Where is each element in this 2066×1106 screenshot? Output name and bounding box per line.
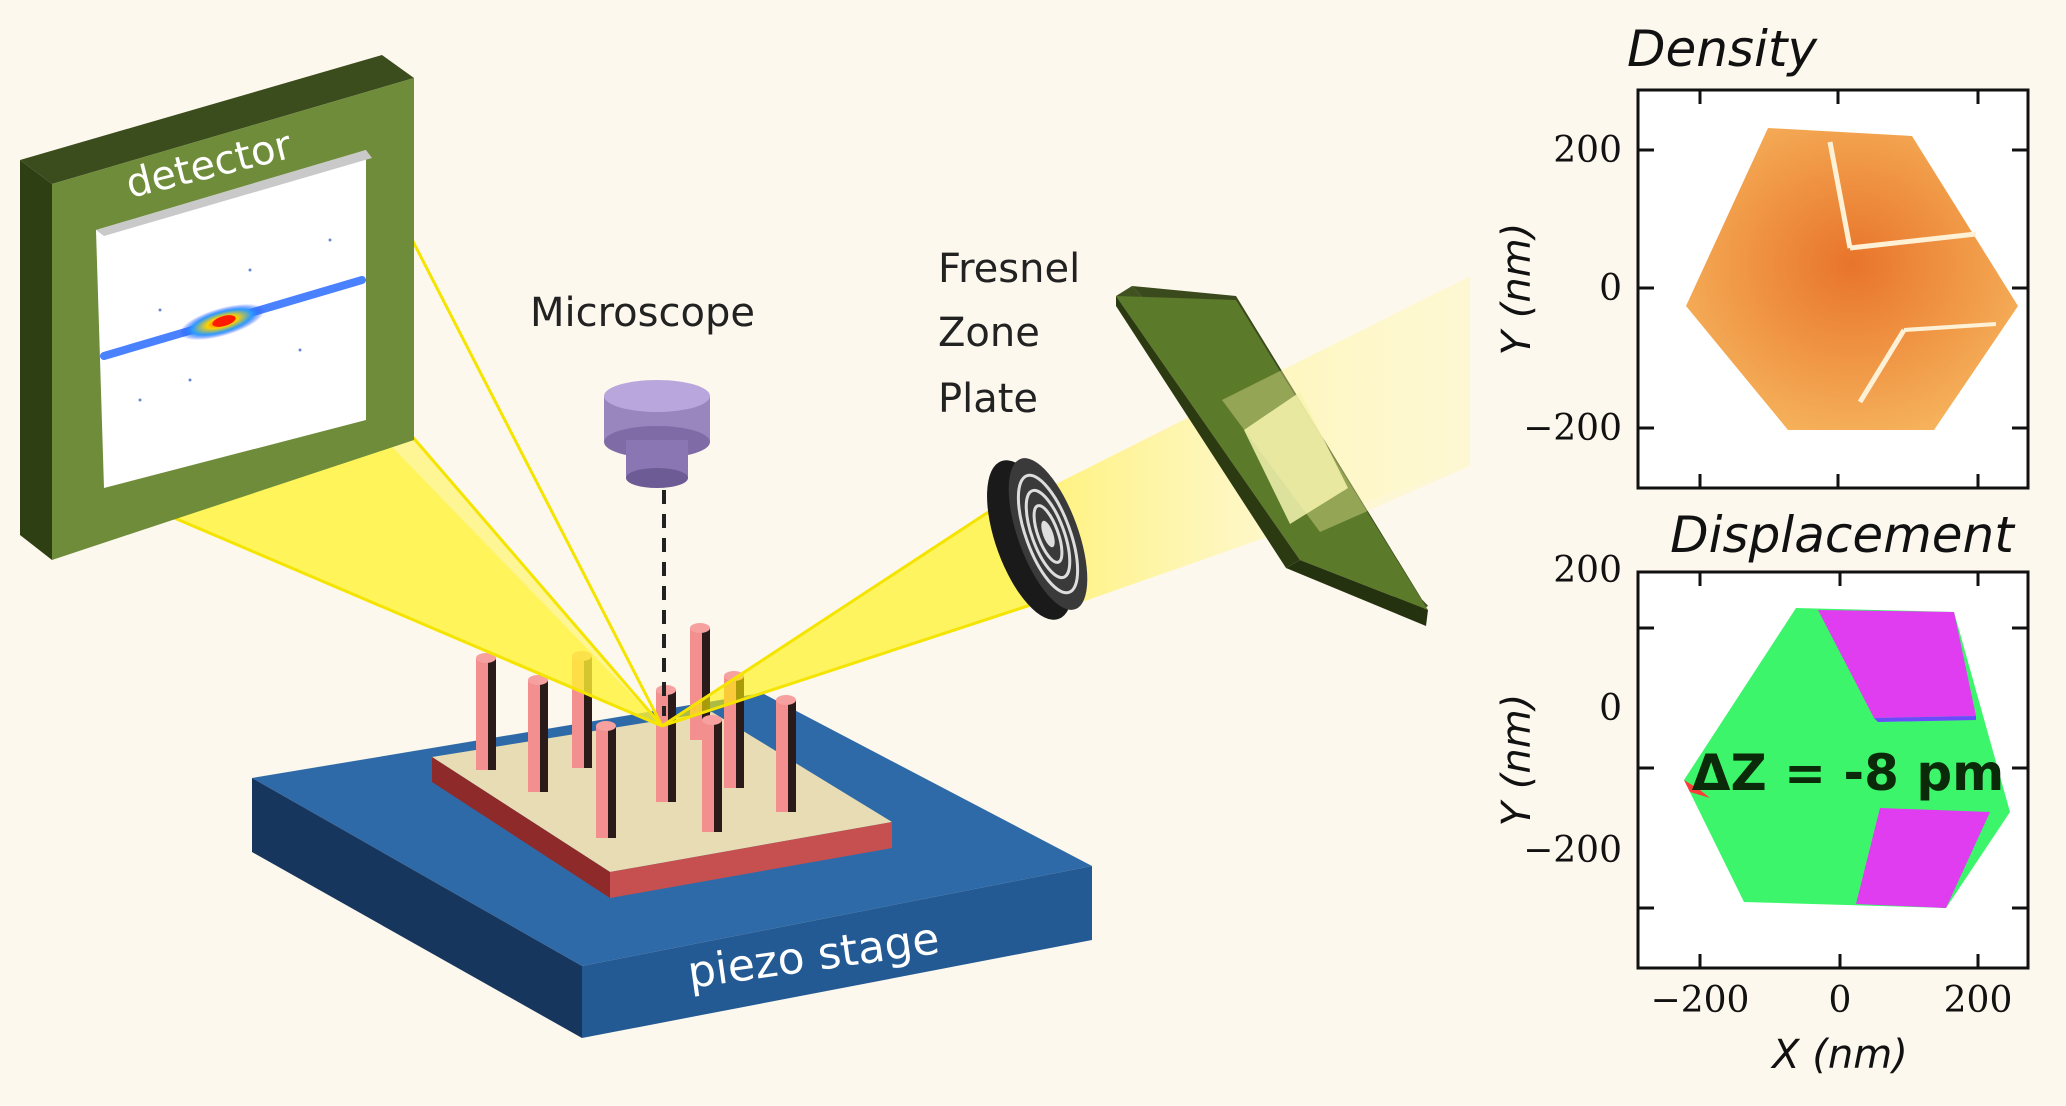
density-ylabel: Y (nm) <box>1494 223 1540 356</box>
displacement-xtick: −200 <box>1651 980 1750 1021</box>
fzp-label-line2: Zone <box>938 310 1040 356</box>
pillar <box>776 695 796 812</box>
displacement-title: Displacement <box>1670 506 2016 564</box>
pillar <box>596 721 616 838</box>
microscope-label: Microscope <box>530 290 755 336</box>
fzp-label-line3: Plate <box>938 376 1038 422</box>
displacement-xtick: 0 <box>1829 980 1852 1021</box>
displacement-ytick: −200 <box>1523 830 1622 871</box>
fzp-label-line1: Fresnel <box>938 246 1080 292</box>
density-map <box>1686 128 2018 430</box>
density-ytick: −200 <box>1523 408 1622 449</box>
microscope: Microscope <box>530 290 755 716</box>
density-ytick: 200 <box>1553 130 1622 171</box>
order-sorting-aperture <box>1116 276 1470 626</box>
pillar <box>476 653 496 770</box>
density-ytick: 0 <box>1599 268 1622 309</box>
focused-beam <box>661 484 1059 728</box>
density-panel: Density 200 0 −200 Y (nm) <box>1494 20 2030 490</box>
diffraction-pattern <box>100 238 366 402</box>
displacement-xlabel: X (nm) <box>1770 1032 1908 1078</box>
displacement-panel: Displacement ΔZ = -8 pm 200 0 −200 −200 … <box>1494 506 2030 1078</box>
pillar <box>656 685 676 802</box>
displacement-ylabel: Y (nm) <box>1494 694 1540 827</box>
detector: detector <box>20 55 414 560</box>
fresnel-zone-plate: Fresnel Zone Plate <box>938 246 1088 620</box>
displacement-xtick: 200 <box>1944 980 2013 1021</box>
displacement-ytick: 0 <box>1599 688 1622 729</box>
displacement-ytick: 200 <box>1553 550 1622 591</box>
pillar <box>528 675 548 792</box>
displacement-annotation: ΔZ = -8 pm <box>1692 744 2005 802</box>
density-title: Density <box>1627 20 1818 78</box>
pillar <box>702 715 722 832</box>
